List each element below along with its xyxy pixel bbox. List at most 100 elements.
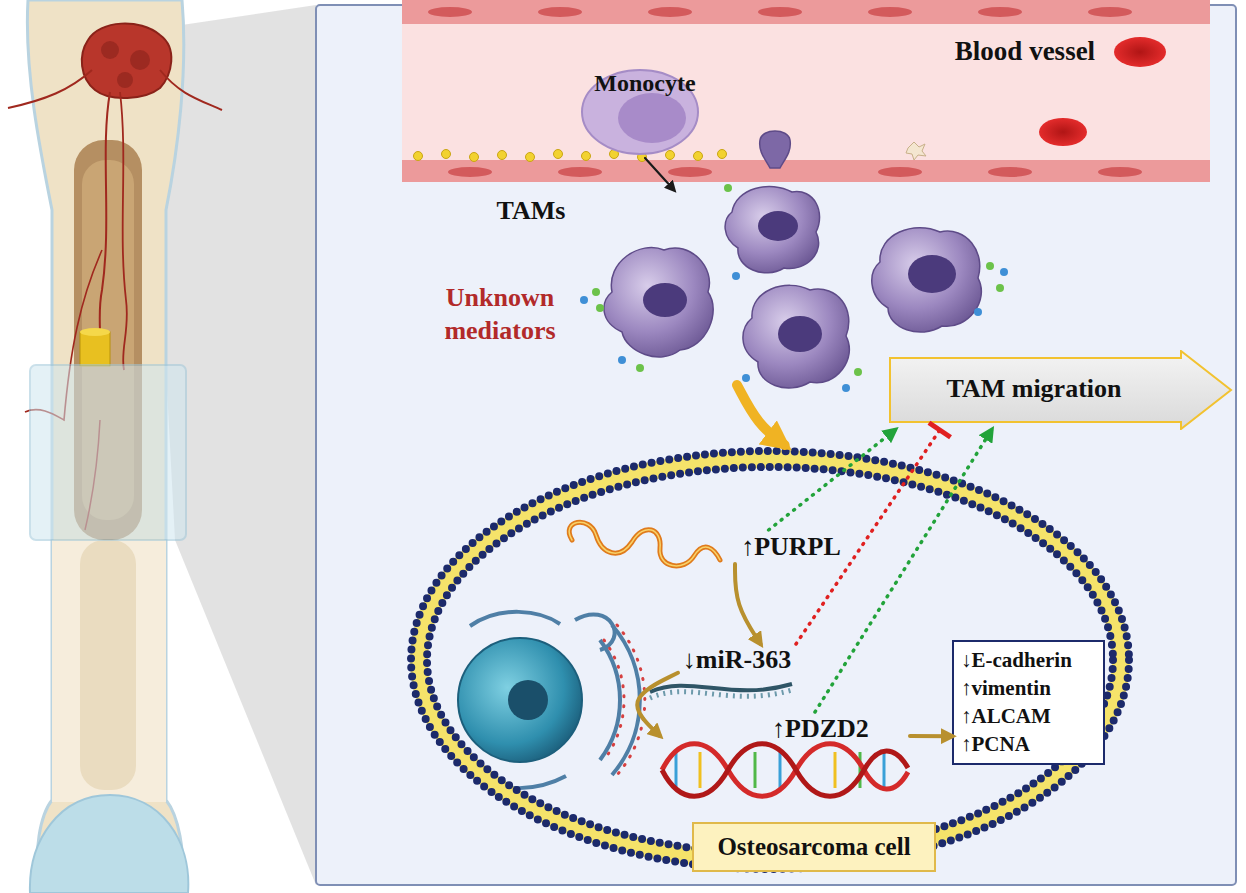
cell-name-box: Osteosarcoma cell	[692, 822, 936, 872]
tam-cell	[743, 285, 849, 388]
bone-epiphysis	[30, 795, 188, 893]
marker-label: ↑vimentin	[961, 676, 1102, 700]
mediator-dot	[854, 368, 862, 376]
mirna-node: ↓miR-363	[678, 644, 796, 676]
endothelial-nuclei	[428, 7, 1142, 177]
er-membrane	[470, 612, 560, 626]
arrow-connector	[645, 158, 674, 190]
mediator-dot	[580, 296, 588, 304]
adhesion-dot	[694, 152, 703, 161]
lncrna-node: ↑PURPL	[735, 530, 847, 564]
bone-lower	[52, 540, 166, 802]
arrow-connector	[737, 385, 785, 445]
tumor-lobe	[117, 72, 133, 88]
bone-vessel	[120, 92, 127, 370]
lncrna-strand	[569, 522, 720, 566]
arrow-connector	[769, 430, 895, 530]
tam-cell	[872, 228, 982, 332]
mirna-label: ↓miR-363	[678, 645, 796, 675]
tumor-mass	[82, 24, 172, 99]
dna-strand	[662, 744, 908, 797]
migration-arrow: TAM migration	[888, 350, 1233, 430]
membrane-inner-heads	[427, 467, 1113, 853]
endothelial-nucleus	[1098, 167, 1142, 177]
mediator-dot	[996, 284, 1004, 292]
mediator-dot	[986, 262, 994, 270]
dna-helix	[662, 744, 908, 797]
adhesion-dot	[554, 150, 563, 159]
tumor-lobe	[101, 41, 119, 59]
vessel-wall	[402, 0, 1210, 24]
er-membrane	[575, 614, 615, 650]
vessel-wall	[402, 160, 1210, 182]
graft-sleeve	[30, 365, 186, 540]
er-membrane	[612, 625, 640, 775]
endothelial-nucleus	[648, 7, 692, 17]
bone-vessel	[8, 70, 92, 108]
gene-label: ↑PDZD2	[772, 714, 902, 744]
lncrna-label: ↑PURPL	[735, 532, 847, 562]
mediator-dot	[732, 272, 740, 280]
er-membrane	[600, 640, 620, 760]
tam-cell	[604, 248, 713, 357]
endothelial-nucleus	[878, 167, 922, 177]
marker-label: ↑PCNA	[961, 732, 1102, 756]
tam-nucleus	[758, 211, 798, 241]
gene-node: ↑PDZD2	[660, 712, 910, 792]
cell-label: Monocyte	[560, 70, 730, 98]
endothelial-nucleus	[1088, 7, 1132, 17]
monocyte-cell: Monocyte	[560, 70, 730, 158]
dna-rung	[779, 752, 782, 788]
tumor-lobe	[130, 50, 150, 70]
adhesion-dot	[442, 150, 451, 159]
vessel-lumen	[402, 0, 1210, 182]
adhesion-dot	[498, 151, 507, 160]
mediator-dot	[596, 304, 604, 312]
arrow-connector	[910, 734, 952, 738]
adhesion-dot	[666, 151, 675, 160]
mediator-dot	[636, 364, 644, 372]
arrow-connector	[735, 564, 761, 644]
platelet	[906, 142, 926, 160]
dna-rung	[754, 752, 757, 788]
marker-box: ↓E-cadherin ↑vimentin ↑ALCAM ↑PCNA	[952, 640, 1105, 765]
cell-nucleus	[458, 638, 582, 762]
marker-label: ↓E-cadherin	[961, 648, 1102, 672]
red-blood-cell	[1039, 118, 1087, 146]
tam-nucleus	[643, 283, 687, 317]
endothelial-nucleus	[428, 7, 472, 17]
endothelial-nucleus	[868, 7, 912, 17]
adhesion-dot	[414, 152, 423, 161]
extravasating-cell	[760, 131, 791, 168]
marker-label: ↑ALCAM	[961, 704, 1102, 728]
membrane-core	[419, 459, 1121, 861]
mediator-dot	[742, 374, 750, 382]
dna-rung	[834, 752, 837, 788]
arrow-connector	[637, 673, 678, 736]
dna-rung	[699, 752, 702, 788]
osteosarcoma-cell: ↑PURPL ↓miR-363 ↑PDZD2 ↓E-cadherin ↑vimentin…	[405, 445, 1135, 875]
adhesion-dot	[526, 153, 535, 162]
red-blood-cell	[1114, 37, 1166, 67]
ribosomes	[617, 625, 645, 775]
tam-cell	[725, 186, 819, 272]
ribosomes	[604, 640, 624, 760]
blood-vessel-band: MonocyteBlood vessel	[402, 0, 1210, 182]
bone-vessel	[160, 70, 222, 110]
arrow-connector	[815, 430, 992, 712]
endothelial-nucleus	[538, 7, 582, 17]
nucleolus	[508, 680, 548, 720]
endothelial-nucleus	[668, 167, 712, 177]
adhesion-dot	[470, 153, 479, 162]
mediator-dot	[1000, 268, 1008, 276]
adhesion-dot	[582, 152, 591, 161]
dna-rung	[859, 752, 862, 788]
dna-rung	[883, 752, 886, 788]
mirna-bases	[650, 690, 792, 698]
tam-nucleus	[908, 255, 956, 293]
dna-rung	[675, 752, 678, 788]
adhesion-dots	[414, 150, 727, 162]
